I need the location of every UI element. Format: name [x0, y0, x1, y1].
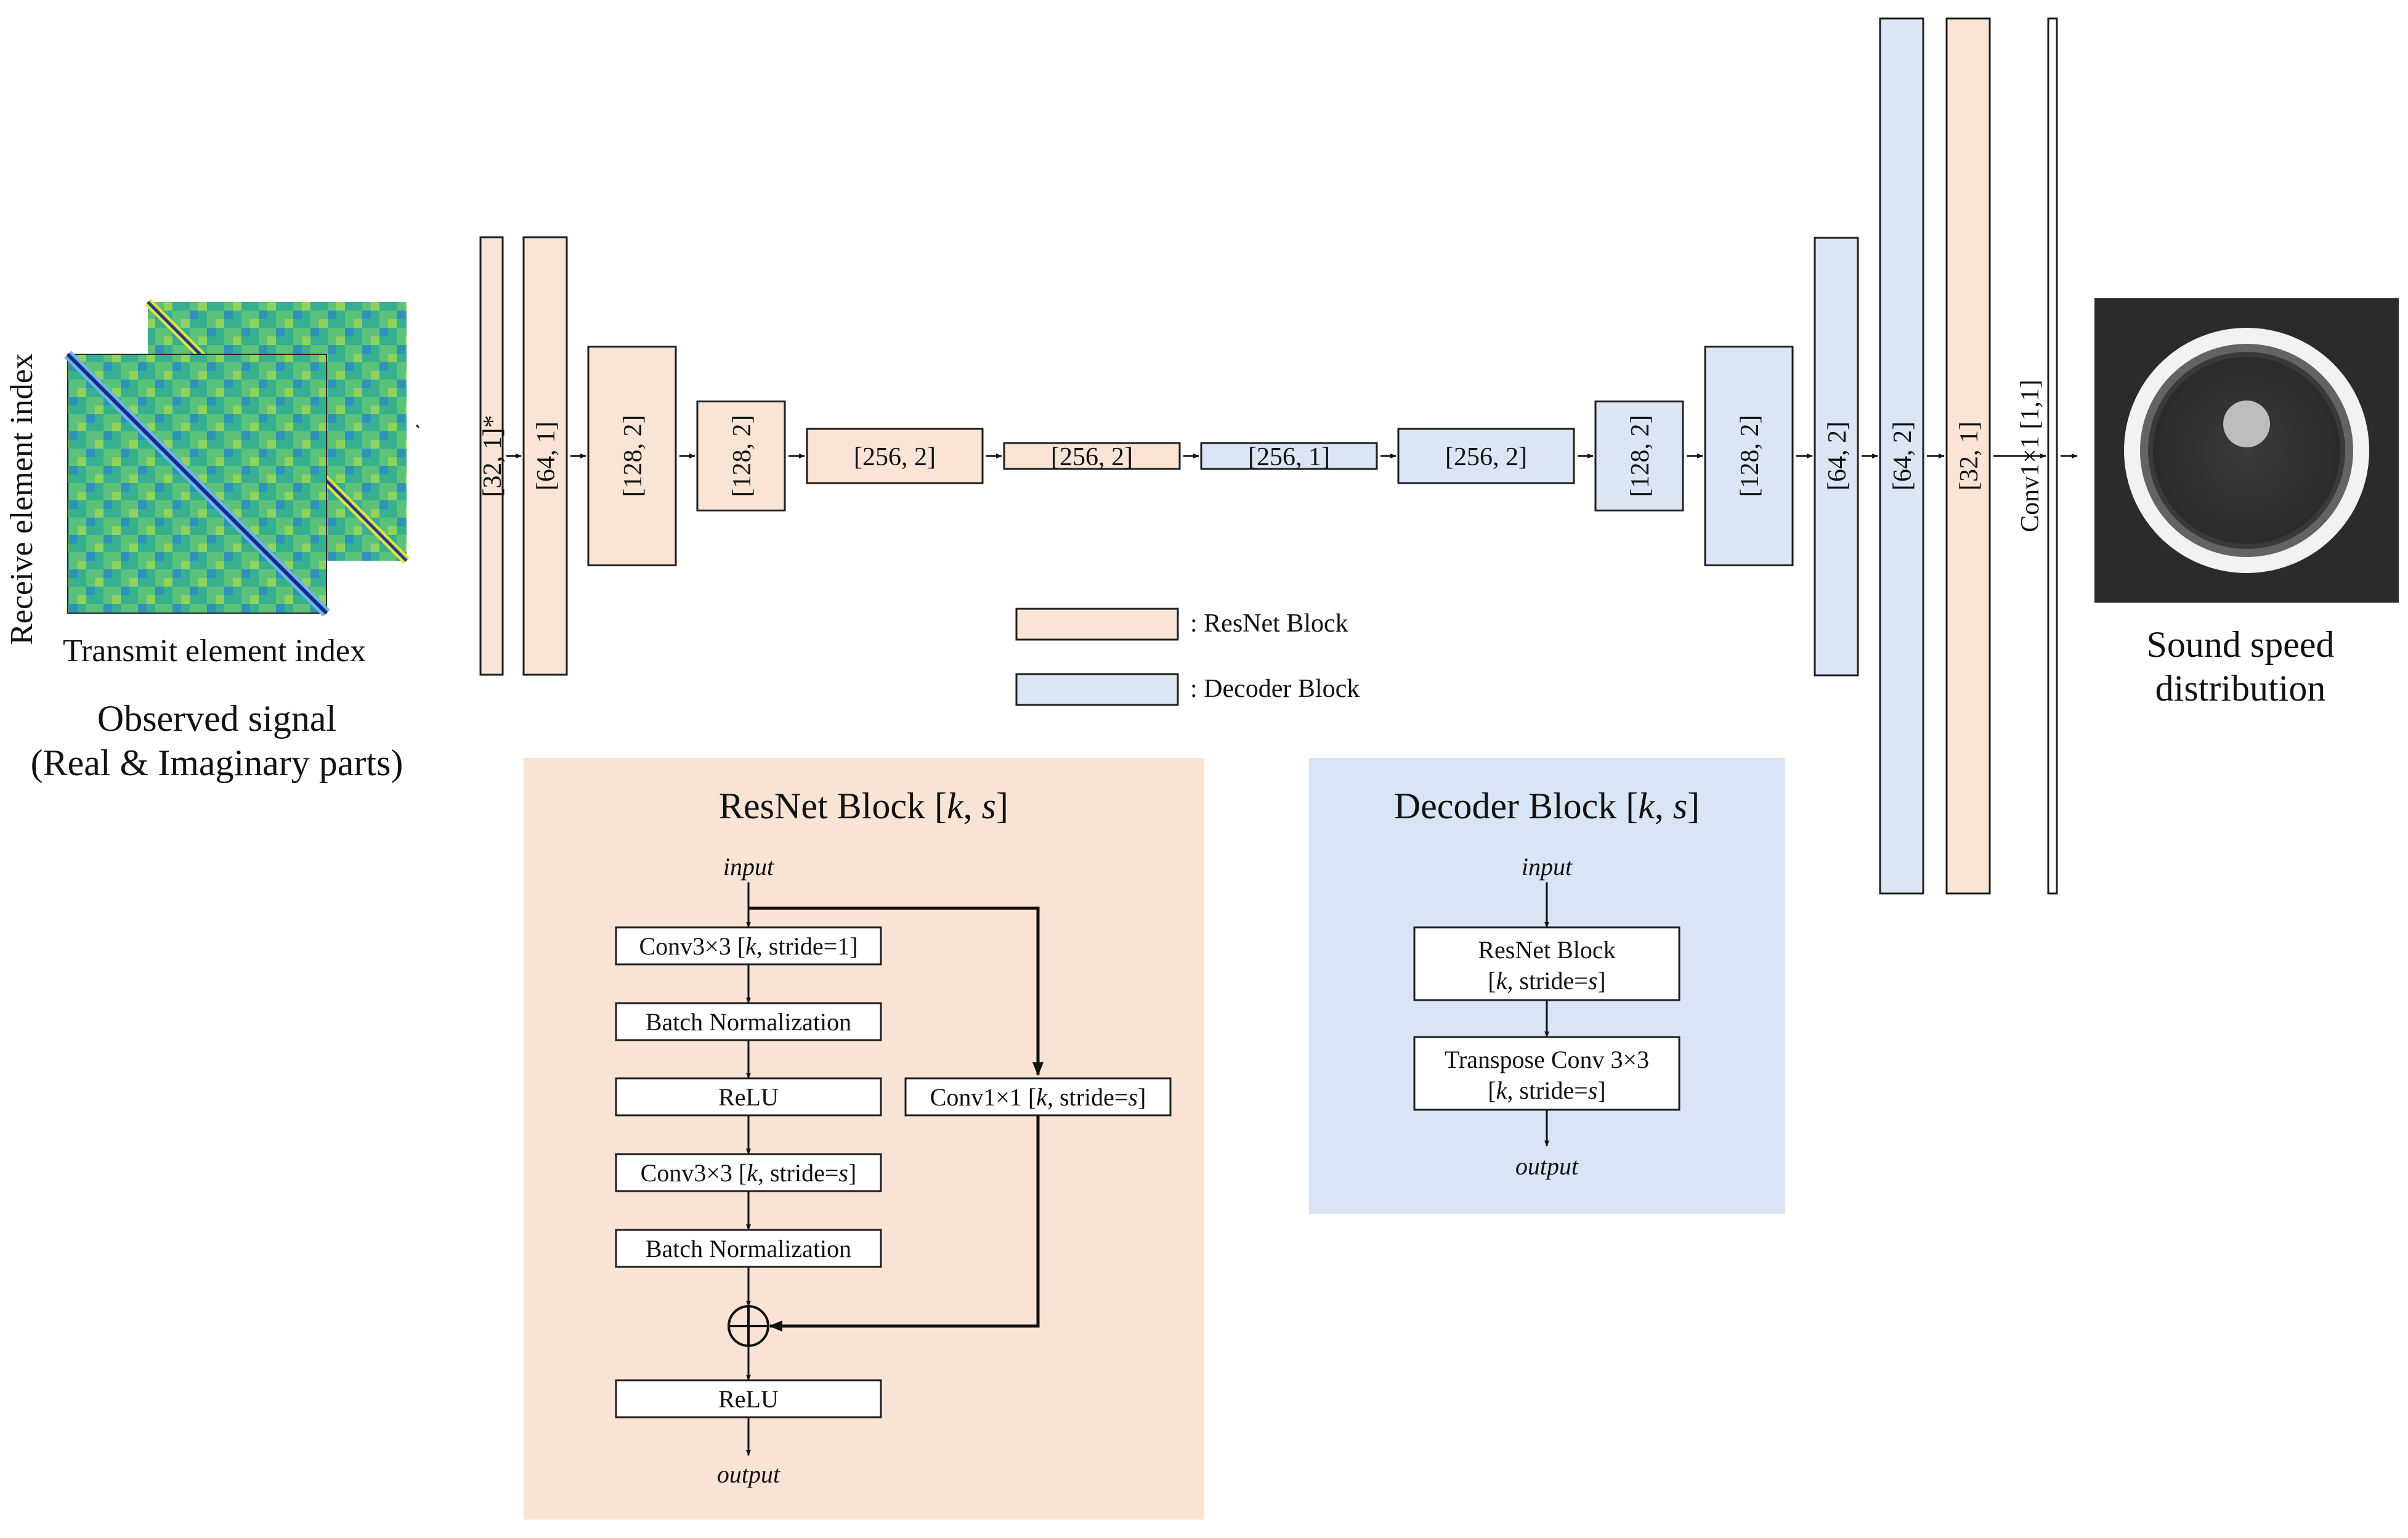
skip-conv1x1-label: Conv1×1 [k, stride=s]	[930, 1083, 1146, 1111]
block-13	[1945, 17, 1991, 895]
block-7	[1200, 442, 1378, 470]
output-caption-line1: Sound speed	[2147, 624, 2335, 665]
block-chain: [32, 1]* [64, 1] [128, 2] [128, 2] [256, 2] […	[479, 17, 2058, 895]
resnet-panel-title: ResNet Block [k, s]	[719, 786, 1008, 826]
block-6	[1003, 442, 1181, 470]
block-1	[479, 236, 504, 676]
skip-conv1x1-box	[904, 1077, 1172, 1117]
block-7-label: [256, 1]	[1248, 443, 1330, 471]
decoder-resnet-line2: [k, stride=s]	[1488, 967, 1605, 995]
transpose-conv-line2: [k, stride=s]	[1488, 1076, 1605, 1104]
block-10	[1704, 346, 1794, 566]
relu-2-label: ReLU	[718, 1385, 779, 1413]
block-3	[587, 346, 677, 566]
block-10-label: [128, 2]	[1736, 415, 1764, 497]
block-9	[1594, 401, 1684, 511]
sound-speed-image	[2094, 298, 2399, 603]
legend-decoder-label: : Decoder Block	[1190, 675, 1360, 703]
block-9-label: [128, 2]	[1626, 415, 1655, 497]
transpose-conv-line1: Transpose Conv 3×3	[1445, 1046, 1649, 1073]
decoder-resnet-box	[1413, 926, 1680, 1001]
block-12-label: [64, 2]	[1889, 421, 1917, 490]
block-2-label: [64, 1]	[532, 421, 561, 490]
legend-decoder-swatch	[1015, 673, 1179, 706]
input-caption-line1: Observed signal	[97, 698, 336, 739]
output-caption-line2: distribution	[2155, 668, 2326, 709]
block-4-label: [128, 2]	[728, 415, 756, 497]
receive-index-label: Receive element index	[4, 353, 39, 645]
block-14	[2047, 17, 2058, 895]
batch-norm-2-box	[615, 1229, 882, 1268]
decoder-resnet-line1: ResNet Block	[1478, 936, 1615, 964]
relu-2-box	[615, 1379, 882, 1418]
legend-resnet-swatch	[1015, 608, 1179, 641]
block-12	[1879, 17, 1924, 895]
conv3x3-stride1-label: Conv3×3 [k, stride=1]	[639, 932, 857, 960]
decoder-input-label: input	[1522, 853, 1573, 881]
resnet-input-label: input	[723, 853, 774, 881]
batch-norm-1-label: Batch Normalization	[646, 1008, 851, 1036]
block-5-label: [256, 2]	[854, 443, 936, 471]
legend: : ResNet Block : Decoder Block	[1015, 608, 1360, 706]
decoder-output-label: output	[1515, 1152, 1579, 1180]
real-part-matrix	[64, 351, 330, 617]
block-13-label: [32, 1]	[1955, 421, 1984, 490]
input-tick	[415, 424, 420, 429]
block-3-label: [128, 2]	[619, 415, 647, 497]
resnet-output-label: output	[717, 1460, 780, 1488]
batch-norm-1-box	[615, 1002, 882, 1041]
block-6-label: [256, 2]	[1051, 443, 1133, 471]
add-icon	[728, 1305, 769, 1347]
decoder-panel-title: Decoder Block [k, s]	[1394, 786, 1700, 826]
input-signal-matrices	[64, 299, 410, 617]
resnet-block-panel: ResNet Block [k, s] input Conv3×3 [k, st…	[524, 758, 1204, 1520]
block-5	[806, 428, 984, 484]
transmit-index-label: Transmit element index	[63, 633, 366, 669]
relu-1-label: ReLU	[718, 1083, 779, 1111]
transpose-conv-box	[1413, 1036, 1680, 1111]
input-caption-line2: (Real & Imaginary parts)	[31, 743, 403, 783]
block-8-label: [256, 2]	[1445, 443, 1527, 471]
block-8	[1397, 428, 1575, 484]
block-1-label: [32, 1]*	[479, 415, 507, 497]
block-arrows	[415, 424, 2078, 458]
legend-resnet-label: : ResNet Block	[1190, 609, 1348, 638]
conv3x3-stride-s-box	[615, 1153, 882, 1192]
decoder-block-panel: Decoder Block [k, s] input ResNet Block …	[1309, 758, 1785, 1214]
block-4	[696, 401, 786, 511]
block-2	[522, 236, 568, 676]
conv3x3-stride-s-label: Conv3×3 [k, stride=s]	[641, 1159, 857, 1187]
relu-1-box	[615, 1077, 882, 1117]
block-11-label: [64, 2]	[1823, 421, 1852, 490]
batch-norm-2-label: Batch Normalization	[646, 1235, 851, 1263]
block-11	[1814, 237, 1859, 677]
